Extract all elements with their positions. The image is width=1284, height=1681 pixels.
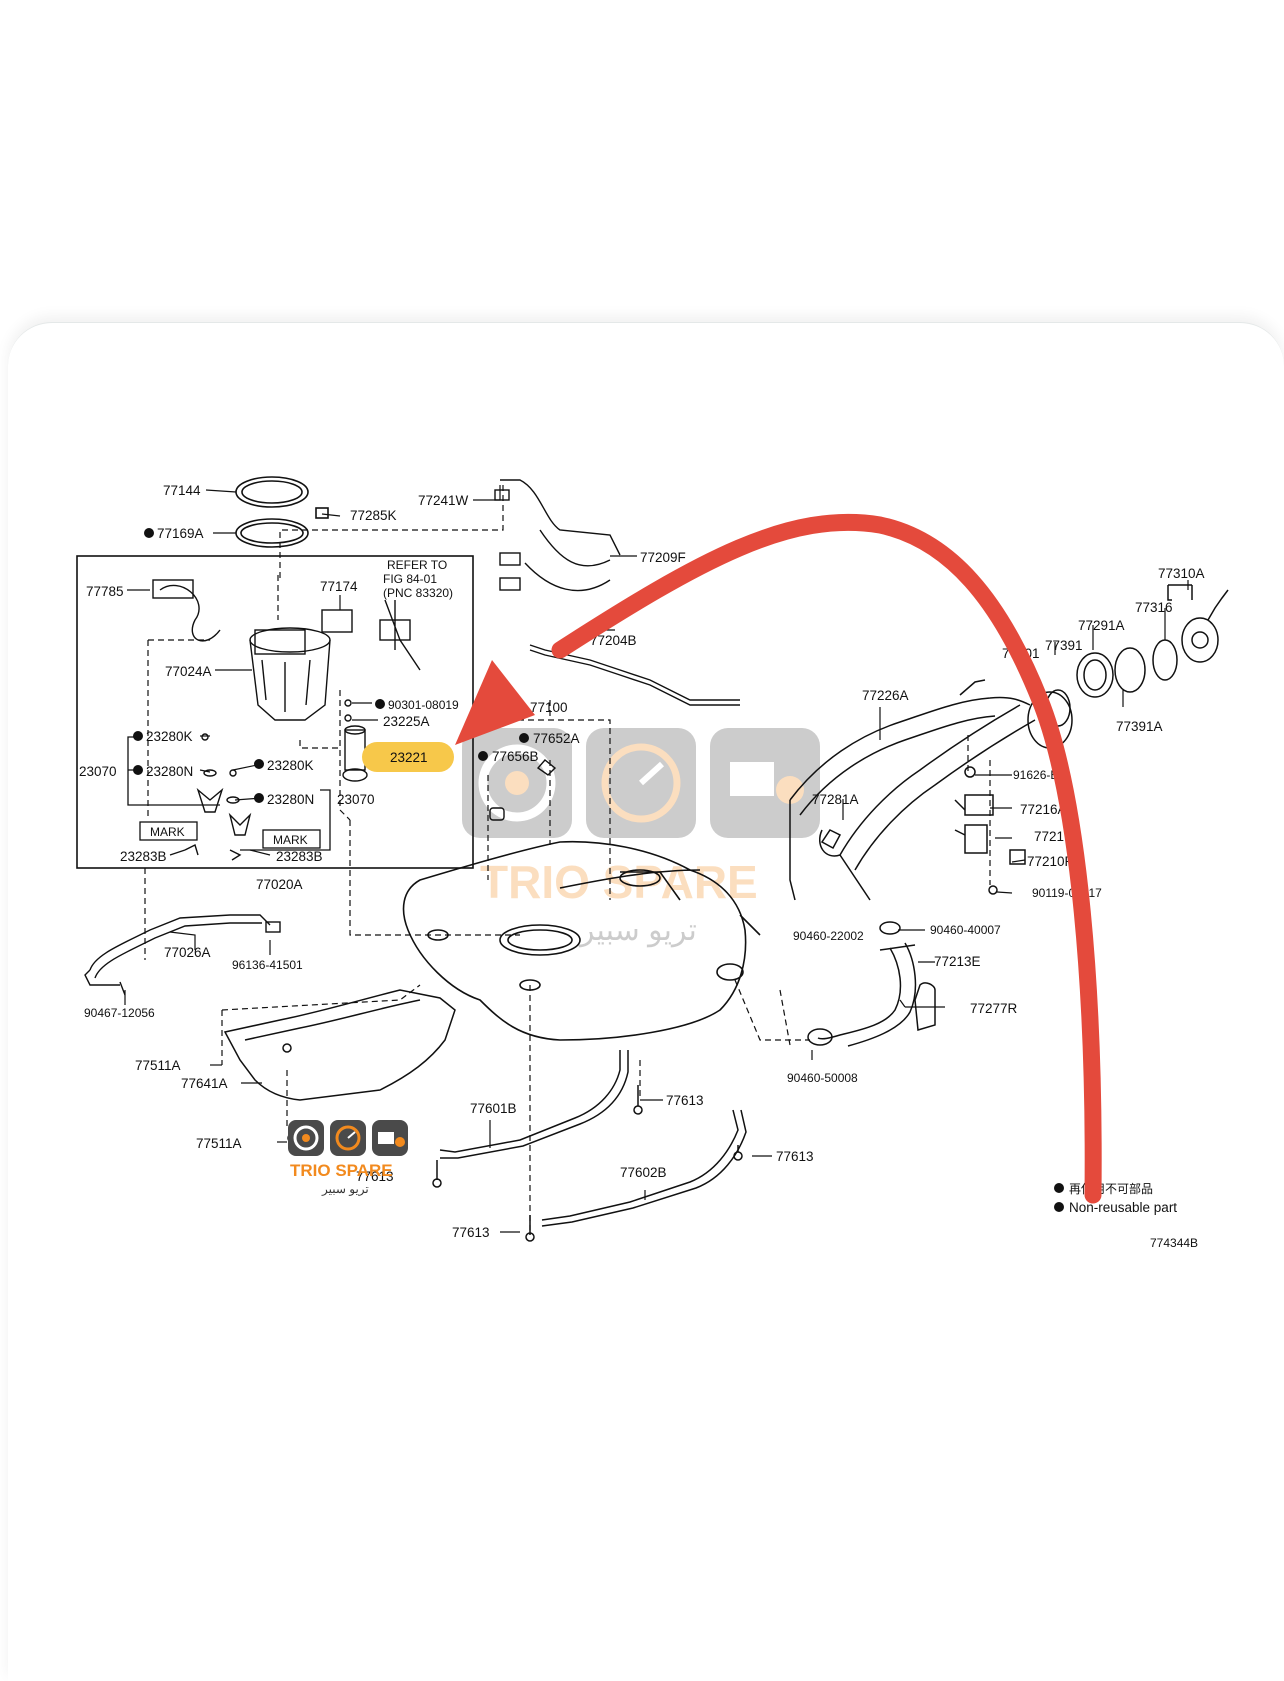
label-23280K-b: 23280K [267, 758, 314, 773]
legend-line2: Non-reusable part [1069, 1200, 1177, 1215]
refer-note-line3: (PNC 83320) [383, 586, 453, 600]
tank-guide-lines [487, 700, 810, 1230]
label-77602B: 77602B [620, 1165, 667, 1180]
label-77613-d: 77613 [452, 1225, 490, 1240]
highlight-23221 [362, 742, 454, 772]
logo-brand-ar: تريو سبير [321, 1182, 369, 1196]
watermark-brand-ar: تريو سبير [578, 914, 697, 948]
heat-protector [223, 989, 456, 1143]
leader-lines [124, 485, 1189, 1233]
mark-label-left: MARK [150, 825, 185, 839]
label-77785: 77785 [86, 584, 124, 599]
logo-brand-en: TRIO SPARE [290, 1161, 393, 1180]
label-77310A: 77310A [1158, 566, 1205, 581]
filler-guide-lines [779, 735, 991, 1046]
legend-line1: 再使用不可部品 [1069, 1181, 1153, 1196]
label-77613-a: 77613 [666, 1093, 704, 1108]
watermark-logo: TRIO SPARE تريو سبير [462, 728, 820, 948]
label-23283B-b: 23283B [276, 849, 323, 864]
figure-code: 774344B [1150, 1236, 1198, 1250]
label-77100: 77100 [530, 700, 568, 715]
label-23283B-a: 23283B [120, 849, 167, 864]
watermark-brand-en: TRIO SPARE [480, 856, 758, 908]
refer-note-line2: FIG 84-01 [383, 572, 437, 586]
label-23280N-a: 23280N [146, 764, 193, 779]
label-77217: 77217 [1034, 829, 1072, 844]
label-77656B: 77656B [492, 749, 539, 764]
label-23280N-b: 23280N [267, 792, 314, 807]
label-23070-a: 23070 [79, 764, 117, 779]
label-90301-08019: 90301-08019 [388, 698, 459, 712]
filler-hose-parts [807, 766, 1026, 1047]
label-23280K-a: 23280K [146, 729, 193, 744]
label-77226A: 77226A [862, 688, 909, 703]
filler-pipe [789, 679, 1073, 901]
label-77241W: 77241W [418, 493, 469, 508]
label-77204B: 77204B [590, 633, 637, 648]
mark-label-right: MARK [273, 833, 308, 847]
filler-cap-parts [1076, 584, 1229, 698]
pump-guide-lines [144, 485, 520, 960]
label-77213E: 77213E [934, 954, 981, 969]
trio-spare-logo: TRIO SPARE تريو سبير [288, 1120, 408, 1196]
label-77511A-b: 77511A [196, 1136, 242, 1151]
label-96136-41501: 96136-41501 [232, 958, 303, 972]
label-23221: 23221 [390, 750, 428, 765]
label-77169A: 77169A [157, 526, 204, 541]
label-77216A: 77216A [1020, 802, 1067, 817]
top-blank-area [0, 0, 1284, 322]
label-77277R: 77277R [970, 1001, 1018, 1016]
mark-box-left [139, 821, 198, 841]
label-77316: 77316 [1135, 600, 1173, 615]
label-77613-c: 77613 [356, 1169, 394, 1184]
label-90460-22002: 90460-22002 [793, 929, 864, 943]
red-pointer-arrow [455, 513, 1102, 1204]
nonreusable-bullets [133, 528, 1064, 1212]
tank-small-parts [489, 759, 557, 821]
label-77281A: 77281A [812, 792, 859, 807]
label-77026A: 77026A [164, 945, 211, 960]
pump-assembly-box [76, 555, 474, 869]
label-77601B: 77601B [470, 1101, 517, 1116]
label-23225A: 23225A [383, 714, 430, 729]
protector-guide-lines [221, 984, 421, 1130]
pump-small-parts [184, 699, 368, 861]
fuel-tank [402, 840, 761, 1041]
label-77613-b: 77613 [776, 1149, 814, 1164]
label-77209F: 77209F [640, 550, 686, 565]
label-77391: 77391 [1045, 638, 1083, 653]
label-77024A: 77024A [165, 664, 212, 679]
label-91626: 91626-B0 [1013, 768, 1065, 782]
mark-box-right [262, 829, 321, 849]
fuel-pump-module [152, 579, 421, 721]
label-77391A: 77391A [1116, 719, 1163, 734]
label-90119: 90119-08217 [1032, 886, 1102, 900]
diagram-card [8, 322, 1284, 1681]
label-77210R: 77210R [1027, 854, 1075, 869]
label-23070-b: 23070 [337, 792, 375, 807]
label-77144: 77144 [163, 483, 201, 498]
refer-note-line1: REFER TO [387, 558, 447, 572]
label-77285K: 77285K [350, 508, 397, 523]
label-77291A: 77291A [1078, 618, 1125, 633]
vent-hose [84, 914, 281, 996]
pump-ring-gasket [235, 476, 329, 548]
wiring-harness [494, 479, 621, 592]
label-77511A-a: 77511A [135, 1058, 181, 1073]
part-labels: 77144 77285K 77169A 77241W 77209F 77785 … [79, 483, 1205, 1240]
label-77652A: 77652A [533, 731, 580, 746]
label-77641A: 77641A [181, 1076, 228, 1091]
label-77174: 77174 [320, 579, 358, 594]
label-90460-40007: 90460-40007 [930, 923, 1001, 937]
breather-tube [529, 644, 740, 706]
tank-straps [432, 1050, 747, 1242]
label-90467-12056: 90467-12056 [84, 1006, 155, 1020]
label-77020A: 77020A [256, 877, 303, 892]
label-90460-50008: 90460-50008 [787, 1071, 858, 1085]
